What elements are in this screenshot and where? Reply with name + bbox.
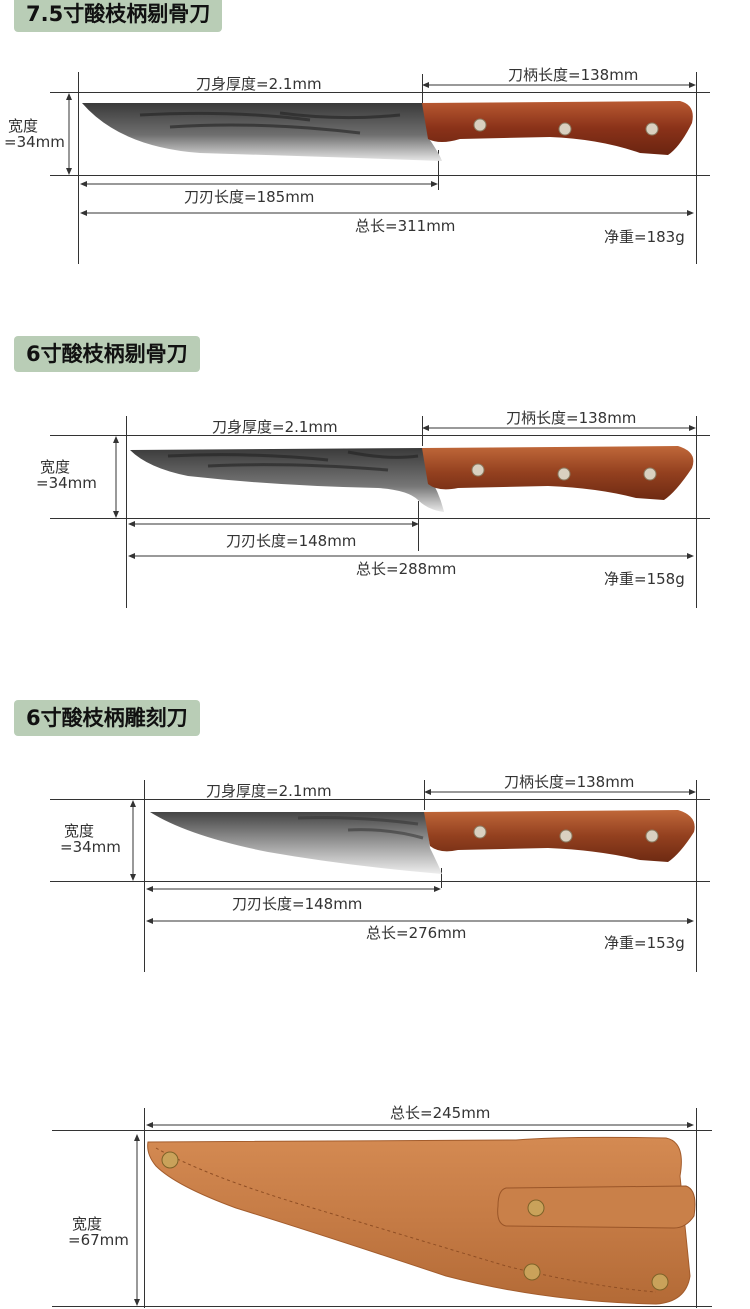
handle-guide-line [422, 74, 423, 104]
handle-length-label: 刀柄长度=138mm [508, 66, 639, 84]
product-section-1: 7.5寸酸枝柄剔骨刀 刀柄长度=138mm 刀身厚度=2.1mm 宽度 =34m… [0, 0, 750, 300]
width-arrow [134, 1134, 140, 1306]
bottom-guide-line [52, 1306, 712, 1307]
blade-length-label: 刀刃长度=185mm [184, 188, 315, 206]
left-guide-line [144, 780, 145, 972]
handle-guide-line [424, 780, 425, 810]
total-length-arrow [146, 918, 694, 924]
blade-end-guide-line [418, 501, 419, 551]
leather-sheath-image [147, 1136, 696, 1305]
handle-length-arrow [422, 82, 696, 88]
product-title: 7.5寸酸枝柄剔骨刀 [14, 0, 223, 32]
left-guide-line [126, 416, 127, 608]
right-guide-line [696, 72, 697, 264]
handle-length-label: 刀柄长度=138mm [506, 409, 637, 427]
bottom-guide-line [50, 518, 710, 519]
thickness-label: 刀身厚度=2.1mm [196, 75, 322, 93]
weight-label: 净重=183g [604, 228, 685, 246]
handle-length-arrow [422, 425, 696, 431]
bottom-guide-line [50, 175, 710, 176]
blade-length-arrow [80, 181, 438, 187]
total-length-arrow [128, 553, 694, 559]
handle-guide-line [422, 416, 423, 446]
left-guide-line [144, 1108, 145, 1308]
top-guide-line [50, 92, 710, 93]
right-guide-line [696, 780, 697, 972]
carving-knife-image [150, 810, 695, 874]
bottom-guide-line [50, 881, 710, 882]
product-section-3: 6寸酸枝柄雕刻刀 刀柄长度=138mm 刀身厚度=2.1mm 宽度 =34mm [0, 698, 750, 988]
product-section-2: 6寸酸枝柄剔骨刀 刀柄长度=138mm 刀身厚度=2.1mm 宽度 =34mm [0, 336, 750, 626]
total-length-label: 总长=311mm [355, 217, 456, 235]
left-guide-line [78, 72, 79, 264]
width-label: 宽度 =34mm [4, 117, 65, 151]
blade-length-label: 刀刃长度=148mm [226, 532, 357, 550]
thickness-label: 刀身厚度=2.1mm [212, 418, 338, 436]
width-arrow [66, 93, 72, 175]
right-guide-line [696, 1108, 697, 1308]
total-length-arrow [80, 210, 694, 216]
top-guide-line [50, 435, 710, 436]
blade-end-guide-line [441, 868, 442, 888]
width-label: 宽度 =34mm [60, 822, 121, 856]
weight-label: 净重=153g [604, 934, 685, 952]
width-label: 宽度 =34mm [36, 458, 97, 492]
handle-length-label: 刀柄长度=138mm [504, 773, 635, 791]
boning-knife-image [130, 446, 694, 512]
total-length-label: 总长=276mm [366, 924, 467, 942]
right-guide-line [696, 416, 697, 608]
total-length-label: 总长=245mm [390, 1104, 491, 1122]
product-title: 6寸酸枝柄雕刻刀 [14, 700, 200, 736]
width-arrow [130, 800, 136, 881]
total-length-label: 总长=288mm [356, 560, 457, 578]
product-title: 6寸酸枝柄剔骨刀 [14, 336, 200, 372]
total-length-arrow [146, 1122, 694, 1128]
blade-length-label: 刀刃长度=148mm [232, 895, 363, 913]
width-arrow [113, 436, 119, 518]
top-guide-line [52, 1130, 712, 1131]
top-guide-line [50, 799, 710, 800]
blade-length-arrow [128, 521, 419, 527]
thickness-label: 刀身厚度=2.1mm [206, 782, 332, 800]
handle-length-arrow [424, 789, 696, 795]
width-label: 宽度 =67mm [68, 1215, 129, 1249]
sheath-section: 总长=245mm 宽度 =67mm [0, 1090, 750, 1309]
boning-knife-image [82, 101, 693, 161]
weight-label: 净重=158g [604, 570, 685, 588]
blade-end-guide-line [438, 150, 439, 190]
blade-length-arrow [146, 886, 441, 892]
